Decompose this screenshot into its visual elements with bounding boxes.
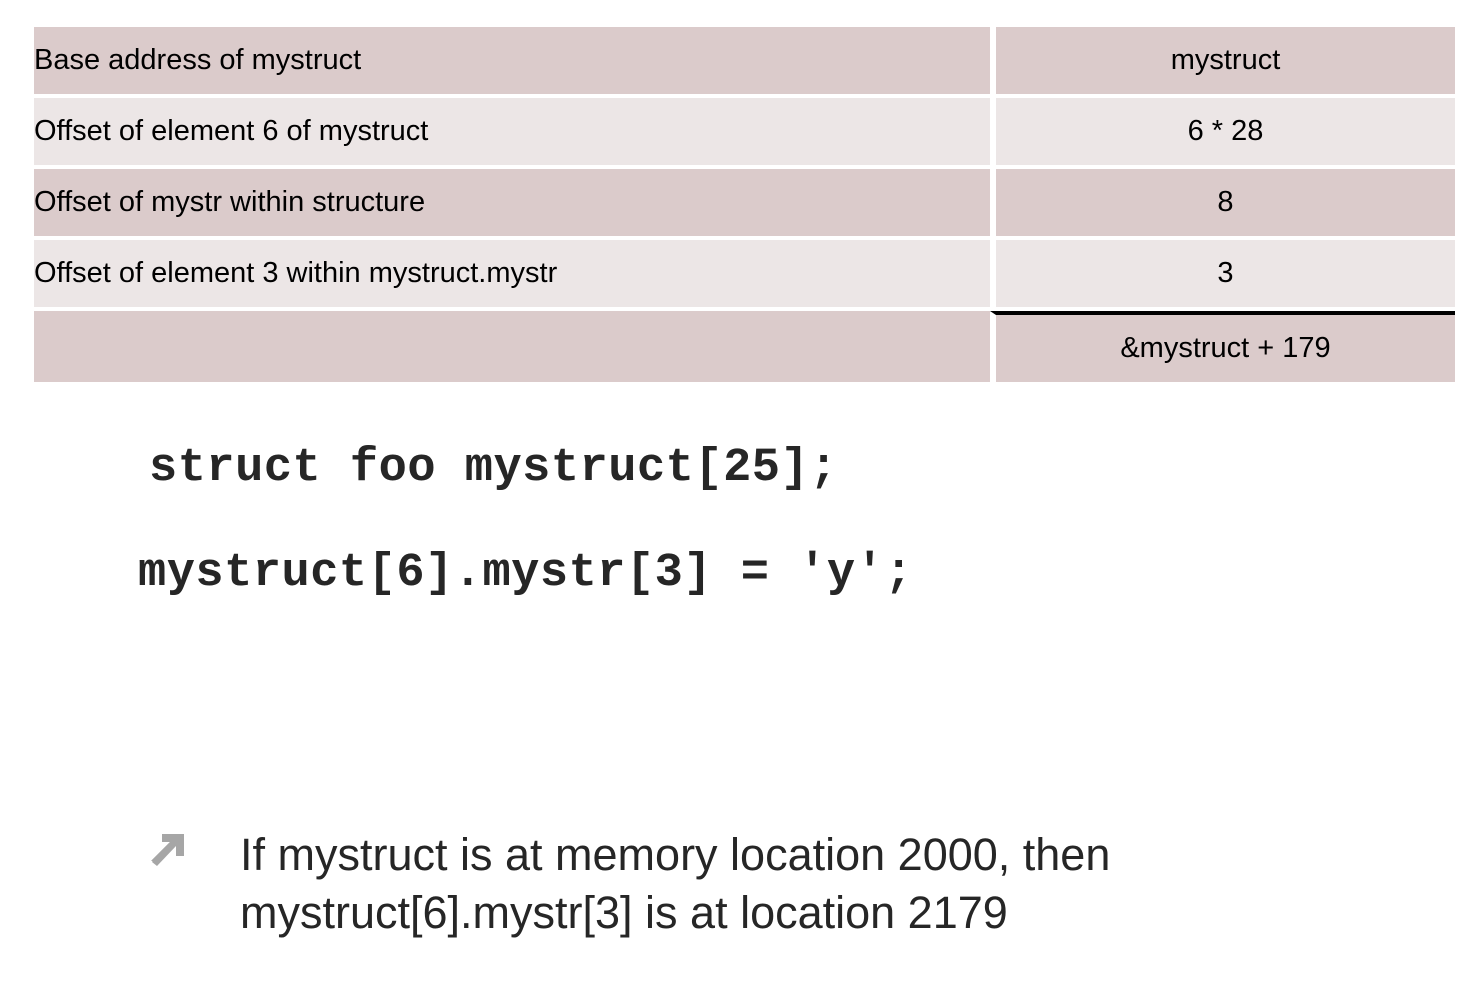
table-row: Offset of element 3 within mystruct.myst… (34, 240, 1455, 311)
row-value-cell: 6 * 28 (990, 98, 1455, 169)
table-row: Offset of mystr within structure 8 (34, 169, 1455, 240)
table-row-total: &mystruct + 179 (34, 311, 1455, 382)
row-label-cell: Offset of mystr within structure (34, 169, 990, 240)
row-total-value-cell: &mystruct + 179 (990, 311, 1455, 382)
code-line-declaration: struct foo mystruct[25]; (149, 442, 838, 495)
address-calculation-table: Base address of mystruct mystruct Offset… (34, 27, 1455, 382)
code-block: struct foo mystruct[25]; mystruct[6].mys… (138, 444, 1338, 599)
row-value-cell: mystruct (990, 27, 1455, 98)
bullet-text: If mystruct is at memory location 2000, … (240, 829, 1111, 938)
row-value-cell: 8 (990, 169, 1455, 240)
row-label-cell: Offset of element 6 of mystruct (34, 98, 990, 169)
row-label-cell-empty (34, 311, 990, 382)
table-row: Offset of element 6 of mystruct 6 * 28 (34, 98, 1455, 169)
arrow-up-right-icon (150, 834, 186, 874)
row-label-cell: Base address of mystruct (34, 27, 990, 98)
row-value-cell: 3 (990, 240, 1455, 311)
code-line-assignment: mystruct[6].mystr[3] = ′y'; (138, 547, 914, 601)
row-label-cell: Offset of element 3 within mystruct.myst… (34, 240, 990, 311)
table-body: Base address of mystruct mystruct Offset… (34, 27, 1455, 382)
table-row: Base address of mystruct mystruct (34, 27, 1455, 98)
bullet-item: If mystruct is at memory location 2000, … (150, 826, 1410, 941)
